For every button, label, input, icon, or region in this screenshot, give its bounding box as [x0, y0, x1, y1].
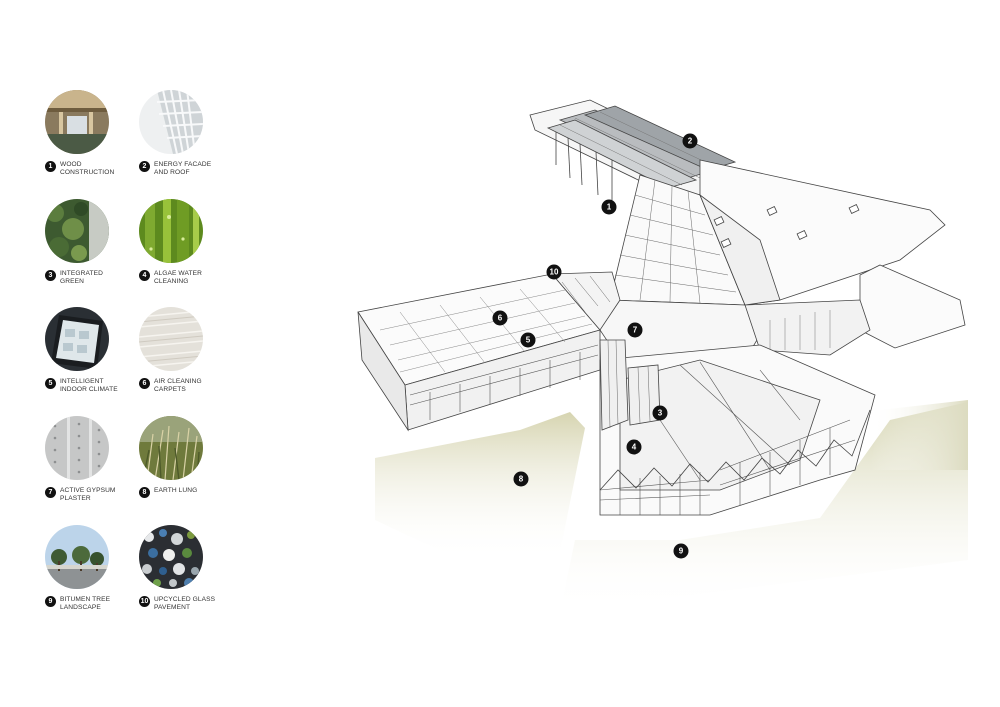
legend-label: ACTIVE GYPSUM PLASTER [60, 487, 116, 502]
junction-glazing [599, 339, 629, 431]
diagram-marker: 3 [652, 405, 668, 421]
ground-plane-left [375, 412, 585, 560]
gypsum-photo [45, 416, 109, 480]
glass-pebbles-photo [139, 525, 203, 589]
solar-strip [546, 119, 698, 189]
algae-photo [139, 199, 203, 263]
legend-number: 6 [139, 378, 150, 389]
diagram-marker: 4 [626, 439, 642, 455]
solar-strip [583, 105, 737, 171]
legend-item: 5 INTELLIGENT INDOOR CLIMATE [45, 307, 135, 394]
legend-label: INTEGRATED GREEN [60, 270, 104, 285]
canopy-columns [555, 132, 613, 200]
legend-number: 3 [45, 270, 56, 281]
right-wing [859, 264, 966, 349]
glass-link [551, 271, 621, 331]
legend-label: UPCYCLED GLASS PAVEMENT [154, 596, 216, 611]
legend-number: 8 [139, 487, 150, 498]
legend-label: BITUMEN TREE LANDSCAPE [60, 596, 111, 611]
legend-item: 10 UPCYCLED GLASS PAVEMENT [139, 525, 229, 612]
legend-label: EARTH LUNG [154, 487, 198, 494]
lobby-right-volume [744, 299, 871, 356]
legend-item: 8 EARTH LUNG [139, 416, 229, 498]
legend-number: 5 [45, 378, 56, 389]
legend-label: INTELLIGENT INDOOR CLIMATE [60, 378, 118, 393]
office-block-side [357, 311, 409, 432]
courtyard-glazing [599, 419, 856, 515]
lobby-glazing [769, 310, 831, 350]
glass-link-mullions [561, 275, 611, 313]
legend-item: 4 ALGAE WATER CLEANING [139, 199, 229, 286]
legend-item: 9 BITUMEN TREE LANDSCAPE [45, 525, 135, 612]
office-facade-windows [409, 344, 599, 420]
legend-item: 1 WOOD CONSTRUCTION [45, 90, 135, 177]
diagram-marker: 6 [492, 310, 508, 326]
ground-plane-right [560, 402, 968, 612]
wood-photo [45, 90, 109, 154]
office-roof-grid [379, 288, 593, 373]
legend-label: ALGAE WATER CLEANING [154, 270, 202, 285]
legend-number: 10 [139, 596, 150, 607]
sawtooth-gables [599, 409, 871, 491]
tablet-photo [45, 307, 109, 371]
facade-photo [139, 90, 203, 154]
legend-number: 9 [45, 596, 56, 607]
legend-item: 6 AIR CLEANING CARPETS [139, 307, 229, 394]
carpet-photo [139, 307, 203, 371]
trees-photo [45, 525, 109, 589]
green-wall-photo [45, 199, 109, 263]
legend-item: 7 ACTIVE GYPSUM PLASTER [45, 416, 135, 503]
legend-number: 1 [45, 161, 56, 172]
diagram-marker: 1 [601, 199, 617, 215]
legend-number: 7 [45, 487, 56, 498]
legend-number: 4 [139, 270, 150, 281]
legend-number: 2 [139, 161, 150, 172]
diagram-marker: 2 [682, 133, 698, 149]
diagram-marker: 7 [627, 322, 643, 338]
diagram-marker: 8 [513, 471, 529, 487]
ground-plane-right-far [870, 400, 968, 470]
diagram-marker: 5 [520, 332, 536, 348]
diagram-marker: 10 [546, 264, 562, 280]
skylights [713, 204, 860, 248]
legend-label: ENERGY FACADE AND ROOF [154, 161, 212, 176]
legend-label: AIR CLEANING CARPETS [154, 378, 202, 393]
legend-item: 2 ENERGY FACADE AND ROOF [139, 90, 229, 177]
diagram-marker: 9 [673, 543, 689, 559]
legend-item: 3 INTEGRATED GREEN [45, 199, 135, 286]
legend-label: WOOD CONSTRUCTION [60, 161, 115, 176]
atrium-glazing [614, 179, 737, 304]
